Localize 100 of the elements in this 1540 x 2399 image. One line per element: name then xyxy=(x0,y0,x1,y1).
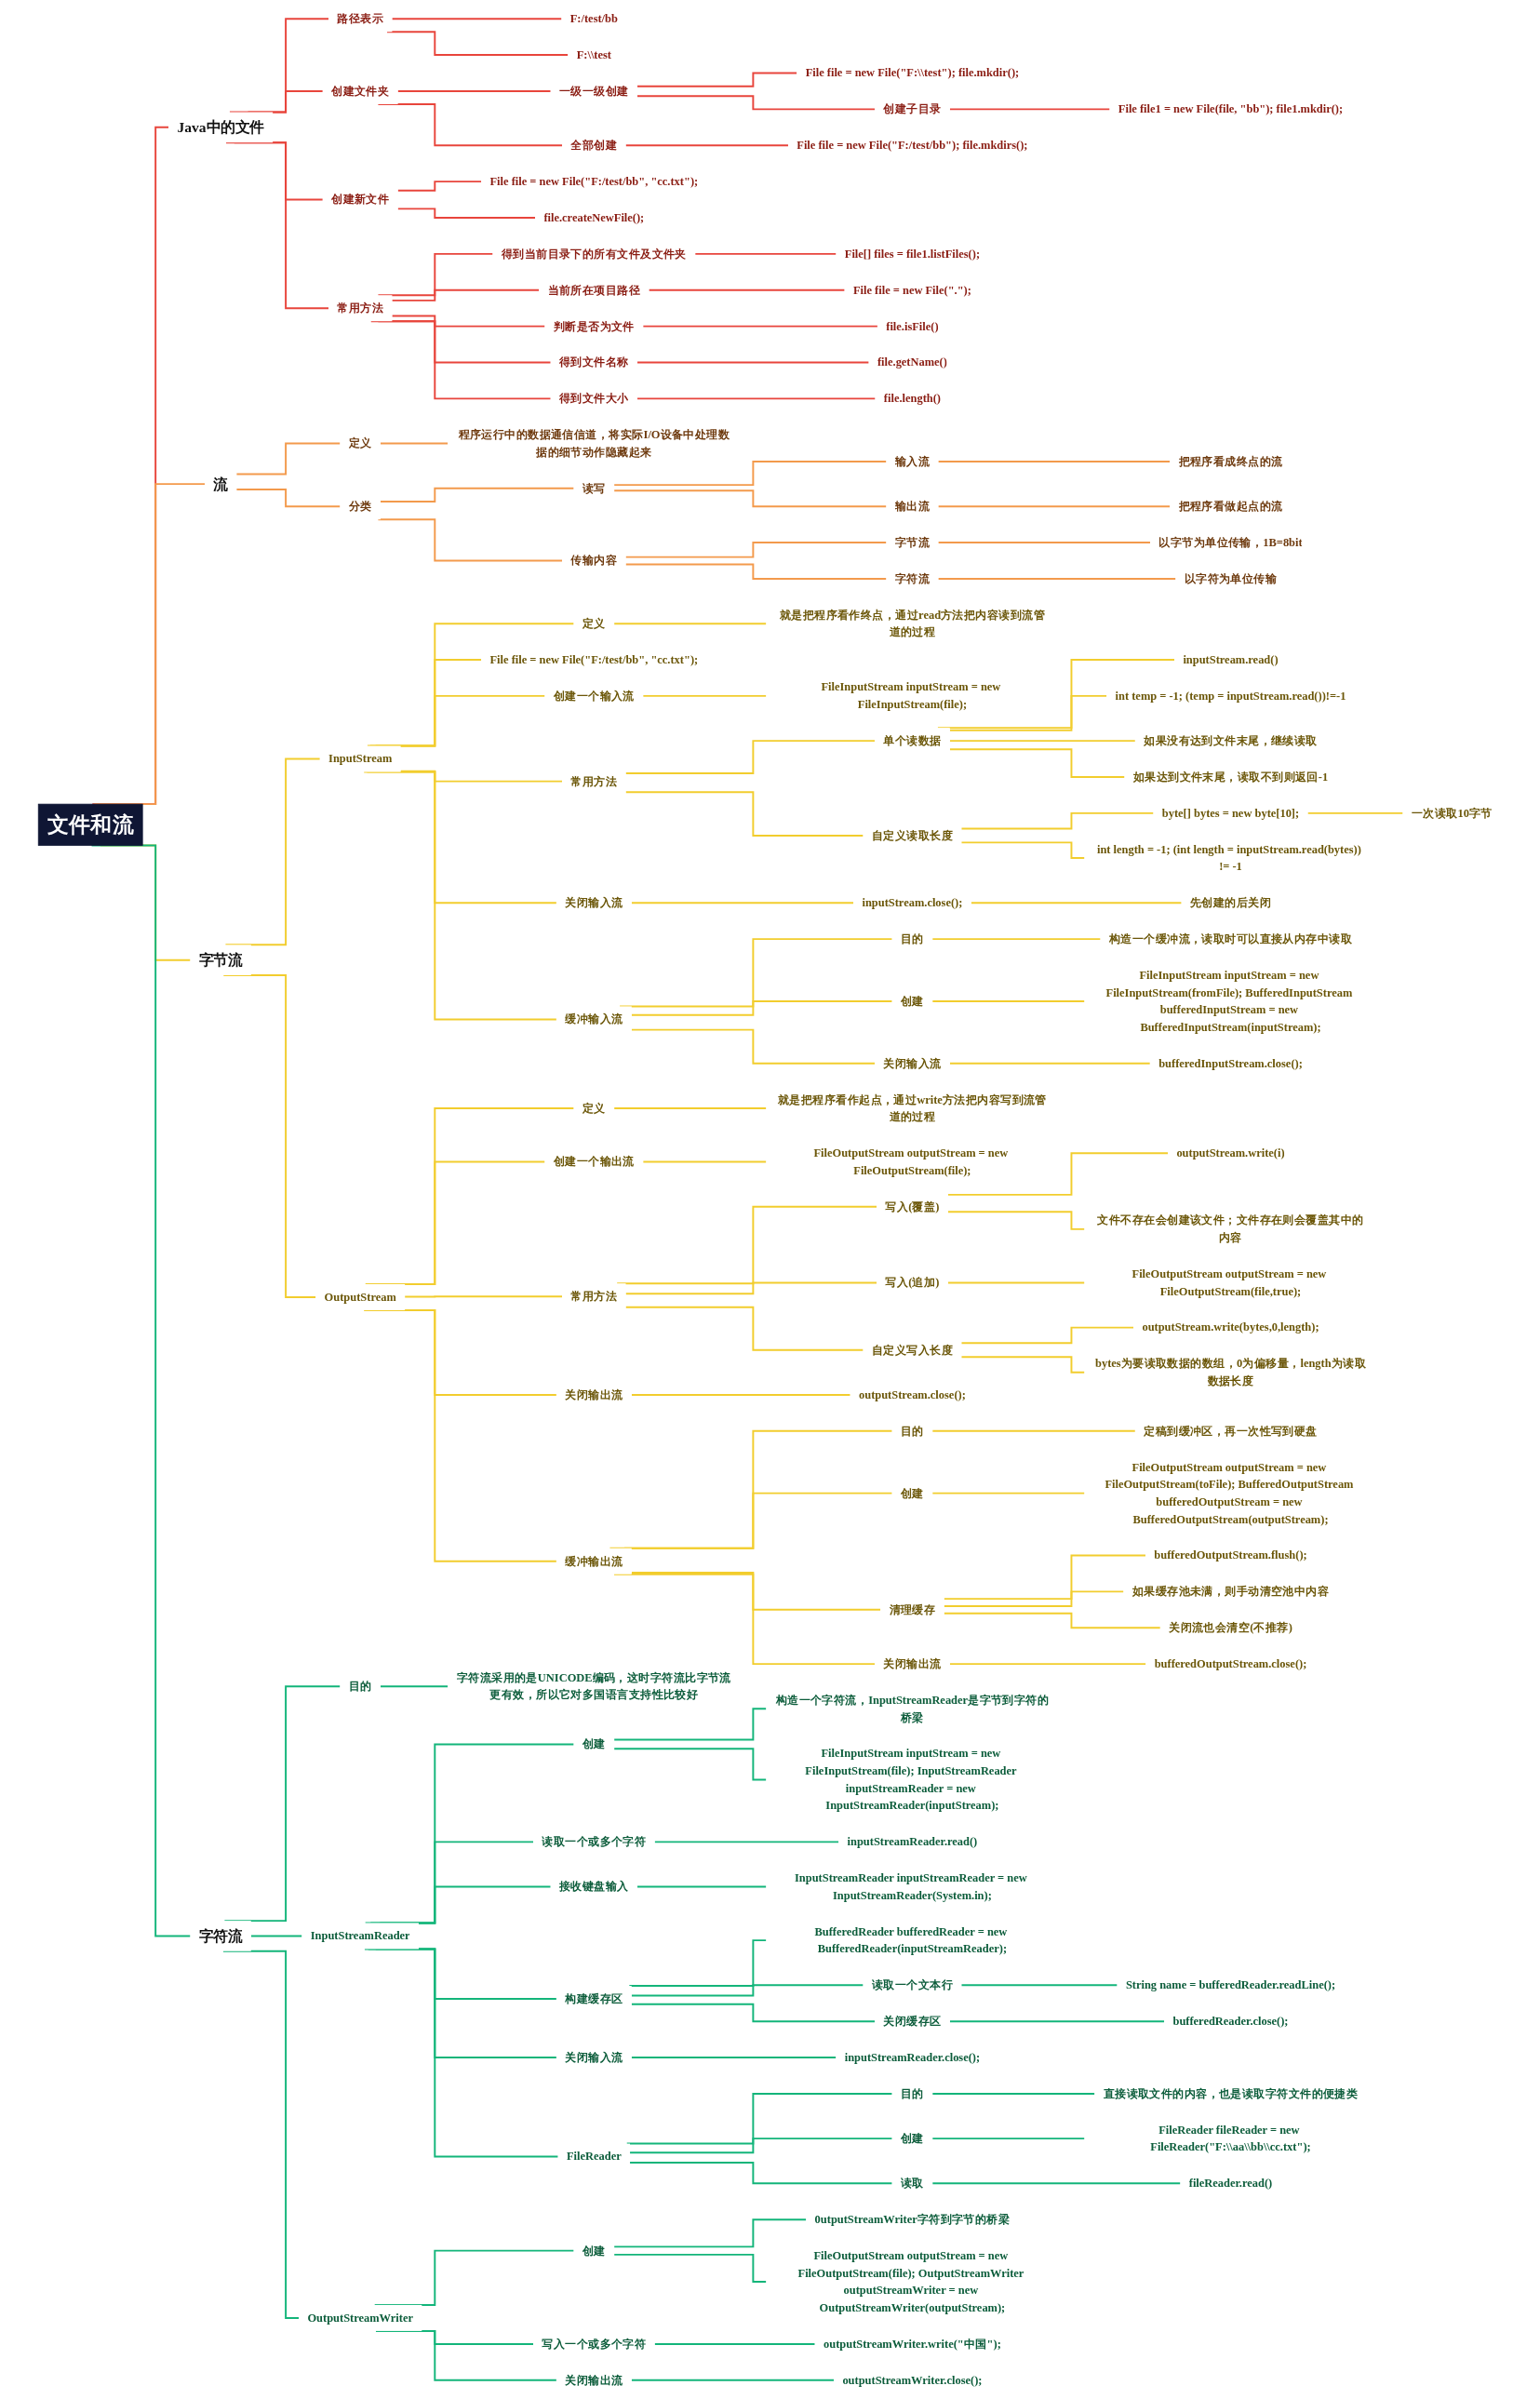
connector xyxy=(624,791,864,837)
node-text: 创建一个输入流 xyxy=(554,689,636,703)
connector xyxy=(624,1306,864,1351)
connector xyxy=(404,1295,564,1298)
connector xyxy=(653,2342,816,2345)
node-text: inputStreamReader.close(); xyxy=(844,2051,981,2064)
connector xyxy=(631,902,855,905)
connector xyxy=(631,1000,893,1016)
node-text: 全部创建 xyxy=(570,139,618,152)
connector xyxy=(624,563,888,580)
connector xyxy=(937,542,1152,544)
node-text: F:/test/bb xyxy=(570,12,619,25)
connector xyxy=(377,518,564,562)
connector xyxy=(364,1743,575,1924)
connector xyxy=(623,1492,893,1549)
node-text: 创建 xyxy=(583,1737,607,1750)
connector xyxy=(629,2162,893,2185)
connector xyxy=(642,1160,768,1163)
node-text: 关闭输入流 xyxy=(883,1056,942,1070)
connector xyxy=(235,489,341,508)
node-text: 目的 xyxy=(349,1680,372,1693)
node-text: 定稿到缓冲区，再一次性写到硬盘 xyxy=(1144,1424,1319,1437)
node-text: 构造一个缓冲流，读取时可以直接从内存中读取 xyxy=(1109,932,1353,945)
node-text: int temp = -1; (temp = inputStream.read())!=-1 xyxy=(1115,689,1346,703)
connector xyxy=(971,902,1183,905)
node-text: 关闭输出流 xyxy=(565,2373,623,2386)
connector xyxy=(399,770,564,783)
node-text: outputStream.write(i) xyxy=(1176,1146,1285,1159)
connector xyxy=(609,1429,893,1549)
connector xyxy=(960,1356,1086,1374)
node-text: 接收键盘输入 xyxy=(559,1880,629,1893)
connector xyxy=(631,2057,837,2058)
node-text: 目的 xyxy=(901,2086,925,2100)
connector xyxy=(613,1573,877,1666)
connector xyxy=(247,90,324,114)
connector xyxy=(631,1572,882,1611)
connector xyxy=(363,1309,558,1562)
node-text: 读取一个文本行 xyxy=(872,1978,954,1991)
connector xyxy=(222,1950,301,2319)
node-text: FileInputStream inputStream = new FileInputStream(file); InputStreamReader inputStreamReader = new InputStreamReader(inputStream); xyxy=(805,1747,1017,1812)
node-text: File file = new File("F:/test/bb", "cc.txt"); xyxy=(489,653,699,666)
node-text: 写入(覆盖) xyxy=(885,1200,940,1213)
connector xyxy=(626,2092,893,2145)
connector xyxy=(636,361,870,364)
node-text: 构造一个字符流，InputStreamReader是字节到字符的桥梁 xyxy=(775,1693,1050,1723)
node-text: 把程序看做起点的流 xyxy=(1178,500,1283,513)
connector xyxy=(947,1211,1086,1230)
connector xyxy=(624,542,888,558)
node-text: file.createNewFile(); xyxy=(543,211,645,224)
connector xyxy=(636,72,798,87)
connector xyxy=(1306,811,1404,814)
connector xyxy=(653,1841,840,1843)
connector xyxy=(613,489,888,508)
node-text: 写入一个或多个字符 xyxy=(542,2337,647,2351)
node-text: File[] files = file1.listFiles(); xyxy=(845,247,981,261)
node-text: 关闭流也会清空(不推荐) xyxy=(1169,1621,1293,1634)
node-text: 关闭输出流 xyxy=(565,1387,623,1401)
node-text: outputStreamWriter.write("中国"); xyxy=(824,2337,1002,2351)
node-text: 0utputStreamWriter字符到字节的桥梁 xyxy=(814,2213,1011,2226)
node-text: fileReader.read() xyxy=(1189,2177,1273,2190)
node-text: 把程序看成终点的流 xyxy=(1178,455,1283,468)
connector xyxy=(931,2092,1096,2095)
node-text: 创建一个输出流 xyxy=(554,1155,636,1168)
node-text: 自定义写入长度 xyxy=(872,1343,954,1356)
node-text: file.isFile() xyxy=(886,319,939,332)
node-text: 就是把程序看作起点，通过write方法把内容写到流管道的过程 xyxy=(778,1092,1048,1123)
connector xyxy=(636,95,877,111)
connector xyxy=(624,740,877,774)
connector xyxy=(250,1935,303,1937)
connector xyxy=(937,461,1172,462)
node-text: 一级一级创建 xyxy=(559,84,629,98)
connector xyxy=(931,2138,1086,2140)
connector xyxy=(616,1205,878,1285)
connector xyxy=(624,144,790,147)
node-text: 目的 xyxy=(901,932,925,945)
node-text: 以字符为单位传输 xyxy=(1185,571,1278,585)
connector xyxy=(222,974,317,1298)
node-text: 得到文件名称 xyxy=(559,355,629,369)
node-text: BufferedReader bufferedReader = new BufferedReader(inputStreamReader); xyxy=(814,1924,1008,1955)
node-text: 得到文件大小 xyxy=(559,392,629,405)
connector xyxy=(396,208,537,219)
connector xyxy=(377,103,564,147)
node-text: 读取 xyxy=(901,2177,925,2190)
connector xyxy=(369,1841,535,1924)
connector xyxy=(648,288,846,291)
connector xyxy=(624,1281,878,1295)
connector xyxy=(391,315,546,328)
node-text: 创建 xyxy=(901,994,925,1008)
connector xyxy=(364,1948,559,2158)
node-text: 目的 xyxy=(901,1424,925,1437)
node-text: File file = new File("F:/test/bb"); file.mkdirs(); xyxy=(797,139,1028,152)
node-text: FileOutputStream outputStream = new FileOutputStream(file,true); xyxy=(1132,1267,1327,1297)
node-text: InputStreamReader inputStreamReader = new InputStreamReader(System.in); xyxy=(795,1871,1027,1902)
connector xyxy=(937,505,1172,508)
connector xyxy=(363,771,558,1021)
node-text: inputStream.read() xyxy=(1183,653,1279,666)
node-text: outputStream.write(bytes,0,length); xyxy=(1142,1320,1319,1334)
connector xyxy=(931,938,1102,941)
node-text: F:\\test xyxy=(576,48,612,61)
connector xyxy=(380,487,575,503)
